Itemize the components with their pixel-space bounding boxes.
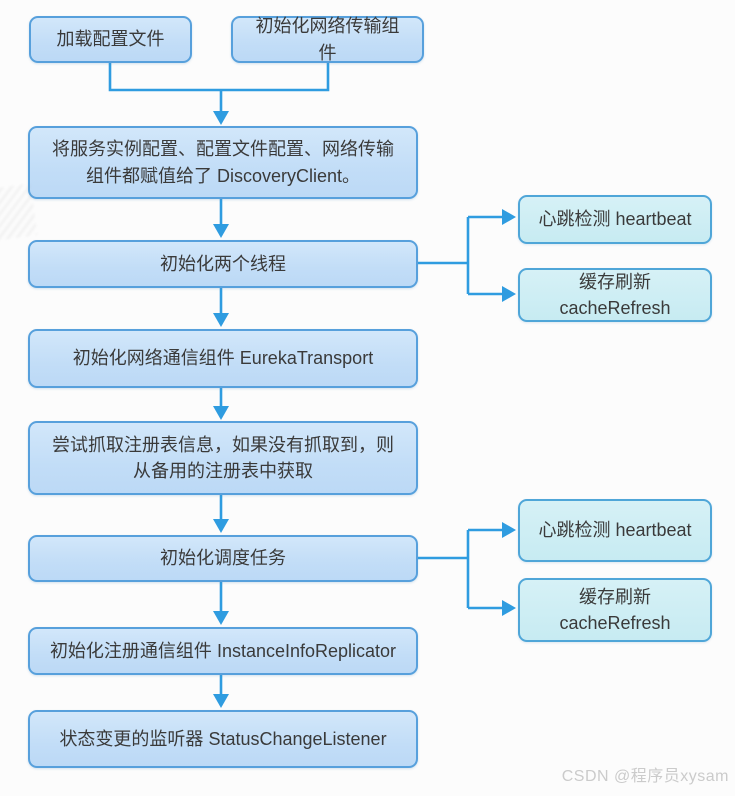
node-heartbeat-1: 心跳检测 heartbeat — [518, 195, 712, 244]
node-label: 初始化两个线程 — [160, 253, 286, 274]
node-label: 心跳检测 heartbeat — [538, 209, 692, 230]
node-label: 尝试抓取注册表信息，如果没有抓取到，则从备用的注册表中获取 — [52, 434, 394, 481]
arrowhead-right — [502, 209, 516, 225]
node-load-config: 加载配置文件 — [29, 16, 192, 63]
node-label: 初始化网络传输组件 — [255, 16, 400, 63]
node-eureka-transport: 初始化网络通信组件 EurekaTransport — [28, 329, 418, 388]
node-fetch-registry: 尝试抓取注册表信息，如果没有抓取到，则从备用的注册表中获取 — [28, 421, 418, 495]
node-label: 加载配置文件 — [56, 29, 165, 50]
node-label: 缓存刷新 cacheRefresh — [559, 271, 671, 318]
node-label: 状态变更的监听器 StatusChangeListener — [59, 728, 387, 749]
node-init-scheduled-tasks: 初始化调度任务 — [28, 535, 418, 582]
arrowhead-down — [213, 111, 229, 125]
node-cache-refresh-1: 缓存刷新 cacheRefresh — [518, 268, 712, 322]
node-heartbeat-2: 心跳检测 heartbeat — [518, 499, 712, 562]
merge-connector — [108, 63, 330, 92]
csdn-watermark: CSDN @程序员xysam — [561, 768, 729, 785]
node-instance-info-replicator: 初始化注册通信组件 InstanceInfoReplicator — [28, 627, 418, 675]
node-label: 将服务实例配置、配置文件配置、网络传输组件都赋值给了 DiscoveryClie… — [52, 139, 394, 186]
node-label: 初始化注册通信组件 InstanceInfoReplicator — [49, 640, 397, 661]
node-label: 初始化网络通信组件 EurekaTransport — [72, 348, 374, 369]
node-label: 缓存刷新 cacheRefresh — [559, 586, 671, 633]
node-cache-refresh-2: 缓存刷新 cacheRefresh — [518, 578, 712, 642]
node-label: 初始化调度任务 — [160, 548, 286, 569]
node-label: 心跳检测 heartbeat — [538, 520, 692, 541]
node-assign-discovery-client: 将服务实例配置、配置文件配置、网络传输组件都赋值给了 DiscoveryClie… — [28, 126, 418, 199]
node-init-transport: 初始化网络传输组件 — [231, 16, 424, 63]
node-status-change-listener: 状态变更的监听器 StatusChangeListener — [28, 710, 418, 768]
node-init-two-threads: 初始化两个线程 — [28, 240, 418, 288]
